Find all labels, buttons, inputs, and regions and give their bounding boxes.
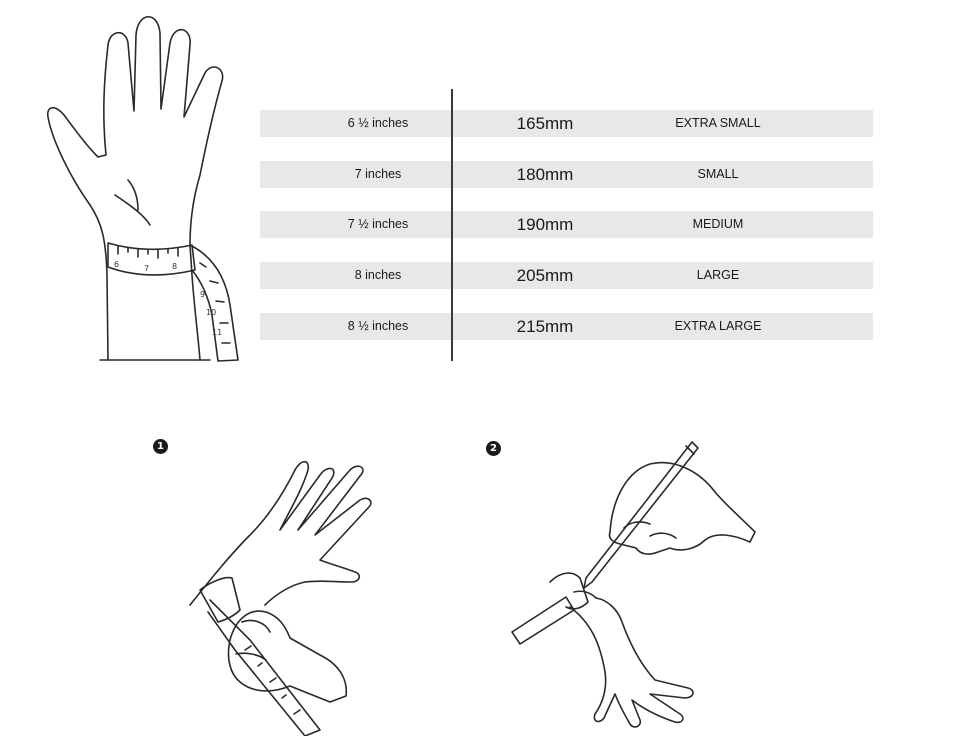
- hand-outline: [46, 16, 224, 361]
- size-label: SMALL: [697, 167, 739, 181]
- wrist-mm: 205mm: [516, 266, 574, 285]
- wrist-mm: 180mm: [516, 165, 574, 184]
- size-row-small: 7 inches 180mm SMALL: [260, 161, 873, 188]
- size-row-large: 8 inches 205mm LARGE: [260, 262, 873, 289]
- step-2-mark-strip-illustration: [511, 441, 756, 728]
- tape-number: 10: [206, 308, 216, 317]
- paper-strip: [511, 596, 575, 645]
- hand-wrist-tape-illustration: 6 7 8 9 10 11: [46, 16, 239, 362]
- size-label: MEDIUM: [692, 217, 744, 231]
- wrist-tape: [107, 242, 196, 276]
- step-1-marker: 1: [153, 439, 168, 454]
- wrist-mm: 165mm: [516, 114, 574, 133]
- wrist-inches: 6 ½ inches: [347, 116, 409, 130]
- wrist-inches: 8 inches: [354, 268, 402, 282]
- tape-number: 11: [212, 328, 222, 337]
- column-divider: [451, 89, 453, 361]
- size-label: EXTRA SMALL: [675, 116, 761, 130]
- tape-number: 8: [172, 262, 177, 271]
- step-1-wrap-tape-illustration: [189, 460, 372, 736]
- wrist-mm: 215mm: [516, 317, 574, 336]
- tape-number: 9: [200, 290, 205, 299]
- writing-hand-outline: [608, 461, 756, 555]
- wrap-tape: [199, 576, 241, 623]
- wrap-tape-ticks: [244, 645, 301, 715]
- step-2-marker: 2: [486, 441, 501, 456]
- size-label: LARGE: [696, 268, 740, 282]
- size-row-medium: 7 ½ inches 190mm MEDIUM: [260, 211, 873, 238]
- wrist-inches: 8 ½ inches: [347, 319, 409, 333]
- tape-number: 6: [114, 260, 119, 269]
- size-row-extra-small: 6 ½ inches 165mm EXTRA SMALL: [260, 110, 873, 137]
- wrist-inches: 7 ½ inches: [347, 217, 409, 231]
- left-hand-outline: [189, 460, 372, 606]
- wrist-mm: 190mm: [516, 215, 574, 234]
- lower-hand-outline: [569, 597, 694, 728]
- right-hand-outline: [227, 610, 348, 703]
- size-chart-table: 6 ½ inches 165mm EXTRA SMALL 7 inches 18…: [260, 86, 873, 364]
- tape-ticks: [117, 245, 231, 344]
- size-row-extra-large: 8 ½ inches 215mm EXTRA LARGE: [260, 313, 873, 340]
- pen: [583, 441, 699, 589]
- size-label: EXTRA LARGE: [674, 319, 762, 333]
- tape-number: 7: [144, 264, 149, 273]
- wrist-inches: 7 inches: [354, 167, 402, 181]
